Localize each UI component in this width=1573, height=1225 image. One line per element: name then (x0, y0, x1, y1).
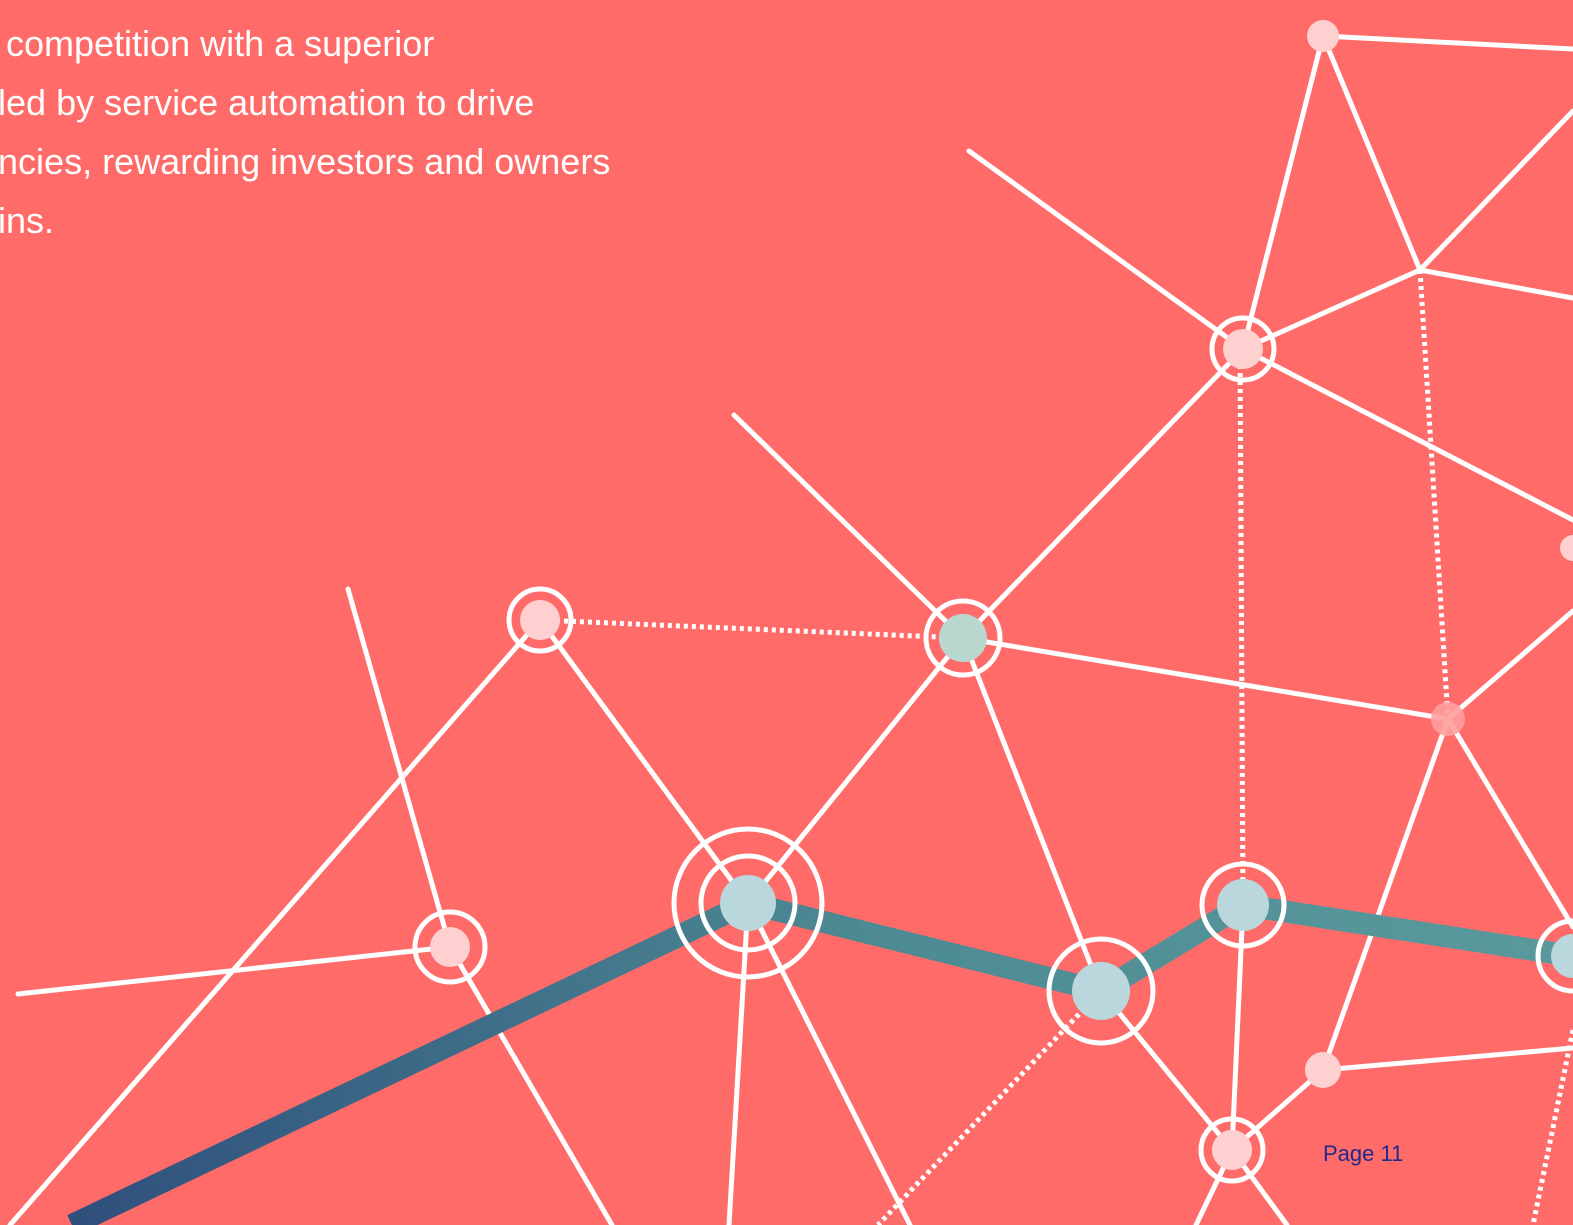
network-edge (745, 635, 966, 906)
network-edge (1229, 1067, 1326, 1153)
network-edge (1098, 988, 1235, 1153)
intro-line-1: s competition with a superior (0, 23, 435, 64)
network-edge (345, 586, 453, 950)
network-nodes (412, 20, 1573, 1184)
dotted-edge (1530, 1029, 1573, 1225)
network-edge (1229, 902, 1246, 1153)
network-node (1305, 1052, 1341, 1088)
node-with-ring (1209, 315, 1277, 383)
network-node (1307, 20, 1339, 52)
dotted-edges (539, 269, 1573, 1225)
dotted-edge (876, 989, 1103, 1225)
network-edge (1417, 267, 1573, 301)
network-node (1560, 535, 1573, 561)
node-with-ring (1046, 936, 1156, 1046)
node-with-ring (1199, 861, 1287, 949)
intro-line-2: bled by service automation to drive (0, 82, 535, 123)
network-edge (447, 944, 615, 1225)
node-with-ring (923, 598, 1003, 678)
network-edge (1240, 33, 1326, 352)
network-edge (960, 635, 1104, 994)
node-with-ring (412, 909, 488, 985)
network-edges (7, 33, 1573, 1225)
node-with-ring (1198, 1116, 1266, 1184)
intro-paragraph: s competition with a superior bled by se… (0, 14, 768, 250)
trend-line (67, 892, 1573, 1225)
intro-line-4: nins. (0, 200, 55, 241)
network-node (1431, 702, 1465, 736)
node-with-ring (1535, 918, 1573, 994)
network-edge (1320, 716, 1451, 1073)
dotted-edge (1417, 269, 1451, 720)
dotted-edge (1237, 348, 1246, 906)
network-edge (1445, 716, 1573, 930)
page-number: Page 11 (1323, 1141, 1404, 1166)
network-edge (726, 900, 751, 1225)
network-edge (966, 148, 1246, 352)
dotted-edge (539, 617, 964, 641)
network-edge (960, 346, 1246, 641)
network-edge (1240, 346, 1573, 523)
network-edge (731, 412, 966, 641)
intro-line-3: encies, rewarding investors and owners (0, 141, 611, 182)
network-edge (960, 635, 1451, 722)
node-with-ring (506, 586, 574, 654)
network-edge (7, 617, 543, 1225)
network-edge (1320, 33, 1573, 52)
network-edge (745, 900, 913, 1225)
node-with-double-ring (671, 826, 825, 980)
network-edge (1320, 1045, 1573, 1073)
network-edge (1417, 108, 1573, 273)
network-edge (1445, 608, 1573, 722)
network-edge (1320, 33, 1423, 273)
network-edge (537, 617, 751, 906)
